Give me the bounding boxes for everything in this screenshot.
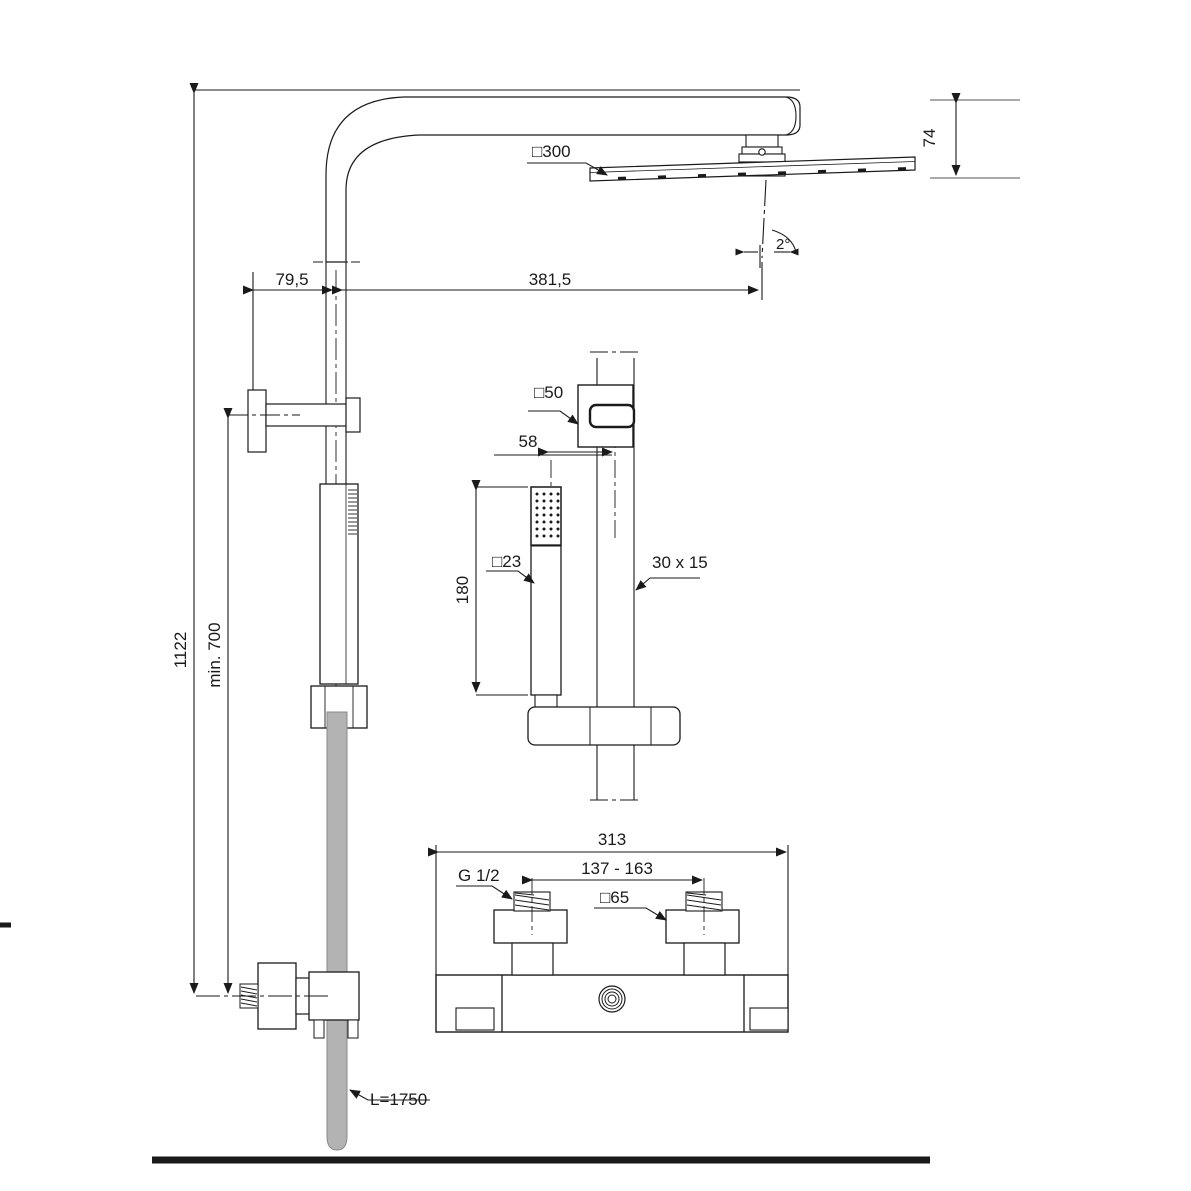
- shower-arm: [325, 96, 801, 263]
- riser-rail: [319, 483, 359, 685]
- wall-outlet-elbow: [196, 962, 360, 1039]
- leader-handset-size: [486, 570, 535, 584]
- label-min-rail-height: min. 700: [205, 622, 224, 687]
- leader-hose-length: [349, 1089, 430, 1101]
- dim-spray-angle: [735, 179, 799, 268]
- label-inlet-cap-size: □65: [600, 888, 629, 907]
- label-wall-offset: 79,5: [275, 270, 308, 289]
- label-handset-size: □23: [492, 552, 521, 571]
- label-head-size: □300: [532, 142, 571, 161]
- leader-inlet-thread: [456, 885, 513, 900]
- spray-face-nozzles: [535, 492, 560, 538]
- hand-shower-handset: [530, 486, 562, 708]
- label-handset-offset: 58: [519, 432, 538, 451]
- label-handset-length: 180: [453, 576, 472, 604]
- leader-head-size: [527, 162, 608, 176]
- upper-extension-lines: [194, 89, 1020, 179]
- label-inlet-spacing: 137 - 163: [581, 859, 653, 878]
- leader-inlet-cap-size: [594, 907, 667, 921]
- detail-handset-holder: [527, 706, 681, 746]
- leader-rail-profile: [635, 577, 700, 591]
- overhead-shower-head: [589, 134, 916, 182]
- label-head-drop: 74: [920, 129, 939, 148]
- label-overall-height: 1122: [171, 632, 190, 669]
- label-arm-reach: 381,5: [529, 270, 572, 289]
- label-rail-profile: 30 x 15: [652, 553, 708, 572]
- wall-bracket: [228, 389, 361, 453]
- dim-mixer-width: [428, 845, 789, 975]
- label-bracket-size: □50: [534, 383, 563, 402]
- label-mixer-width: 313: [598, 830, 626, 849]
- detail-slider-bracket: [577, 384, 636, 448]
- thermostatic-mixer: [435, 878, 789, 1033]
- dim-handset-length: [471, 480, 528, 696]
- riser-pipe-upper: [325, 262, 347, 484]
- shower-hose: [326, 711, 348, 1151]
- label-inlet-thread: G 1/2: [458, 866, 500, 885]
- label-hose-length: L=1750: [370, 1090, 427, 1109]
- leader-bracket-size: [528, 410, 579, 425]
- label-spray-angle: 2°: [776, 236, 790, 253]
- dim-row-horizontal: [243, 262, 763, 400]
